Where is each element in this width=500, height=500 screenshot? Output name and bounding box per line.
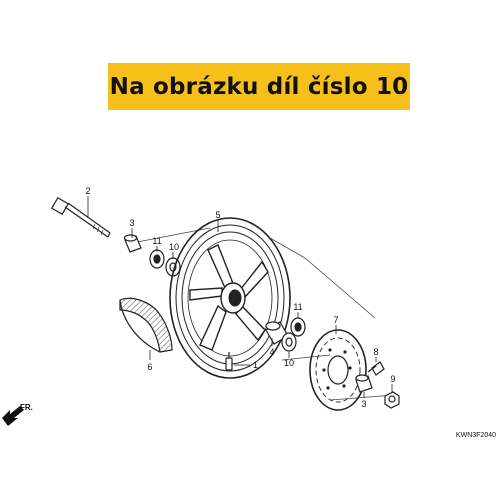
front-direction-arrow-icon: FR. <box>2 403 33 426</box>
callout-10-left: 10 <box>169 242 179 252</box>
front-fender <box>119 297 173 353</box>
brake-disc <box>309 329 367 411</box>
callout-3-upper: 3 <box>129 218 134 228</box>
callout-11-right: 11 <box>293 302 302 312</box>
collar-right <box>355 374 373 393</box>
part-number-banner: Na obrázku díl číslo 10 <box>108 63 410 110</box>
bearing-left <box>149 249 165 269</box>
callout-8: 8 <box>373 347 378 357</box>
callout-7: 7 <box>333 315 338 325</box>
callout-2: 2 <box>85 186 90 196</box>
disc-bolt <box>367 361 385 376</box>
callout-1: 1 <box>253 360 258 370</box>
callout-4: 4 <box>269 347 274 357</box>
bearing-right <box>290 317 306 337</box>
front-wheel <box>169 217 291 379</box>
callout-11-left: 11 <box>152 236 161 246</box>
dust-seal-right <box>281 332 297 352</box>
callout-9: 9 <box>390 374 395 384</box>
diagram-code: KWN3F2040 <box>456 432 496 439</box>
axle-bolt <box>50 196 111 238</box>
axle-nut <box>384 391 400 409</box>
callout-3-lower: 3 <box>361 399 366 409</box>
direction-label: FR. <box>20 403 33 412</box>
callout-6: 6 <box>147 362 152 372</box>
callout-10-right: 10 <box>284 358 294 368</box>
tire-valve <box>225 352 233 371</box>
callout-5: 5 <box>215 210 220 220</box>
collar-left <box>123 234 142 253</box>
